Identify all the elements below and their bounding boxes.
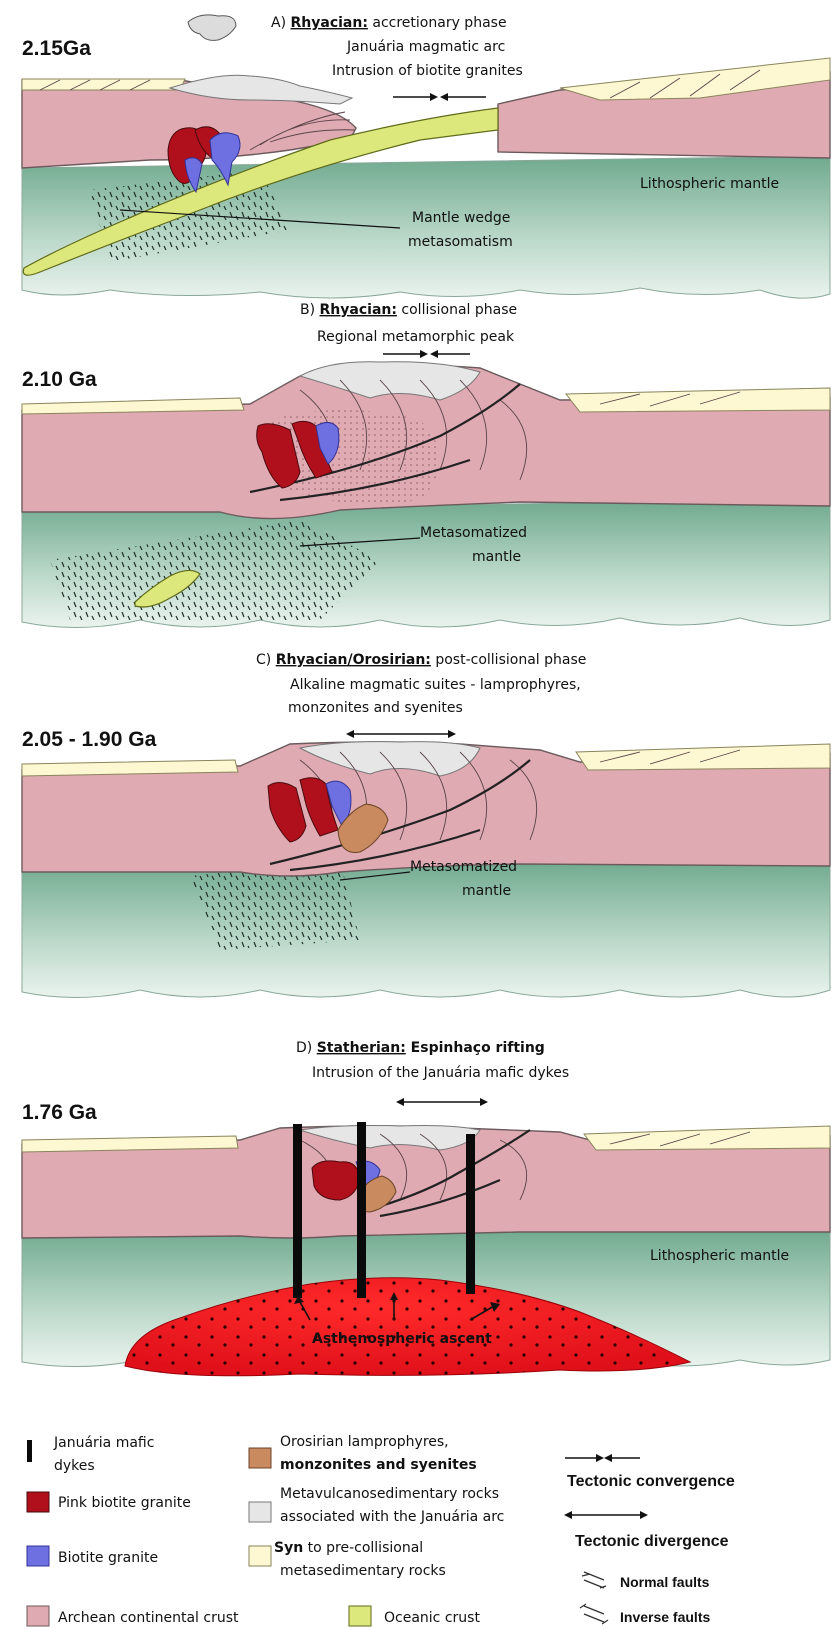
lithospheric-mantle-label-a: Lithospheric mantle (640, 176, 779, 192)
wedge-label-1: Mantle wedge (412, 210, 510, 226)
mantle-c (22, 860, 830, 998)
panel-c-line-1: Alkaline magmatic suites - lamprophyres, (290, 677, 581, 693)
convergence-arrows-b (383, 350, 470, 358)
mafic-dyke-3 (466, 1134, 475, 1294)
legend-divergence: Tectonic divergence (575, 1533, 729, 1550)
legend-archean: Archean continental crust (58, 1610, 239, 1626)
panel-d-phase: Espinhaço rifting (406, 1040, 545, 1056)
legend-swatch-orosirian (249, 1448, 271, 1468)
normal-fault-icon (582, 1572, 606, 1588)
panel-a: 2.15Ga A) Rhyacian: accretionary phase J… (22, 15, 830, 298)
panel-b-line-1: Regional metamorphic peak (317, 329, 515, 345)
panel-c-age: 2.05 - 1.90 Ga (22, 728, 157, 751)
panel-d: 1.76 Ga D) Statherian: Espinhaço rifting… (22, 1040, 830, 1376)
convergence-arrows-a (393, 93, 486, 101)
panel-d-line-1: Intrusion of the Januária mafic dykes (312, 1065, 569, 1081)
lithospheric-mantle-label-d: Lithospheric mantle (650, 1248, 789, 1264)
mafic-dyke-2 (357, 1122, 366, 1298)
legend-swatch-pink (27, 1492, 49, 1512)
sediment-right-b (566, 388, 830, 412)
divergence-arrow-d (396, 1098, 488, 1106)
legend-convergence: Tectonic convergence (567, 1473, 735, 1490)
legend-oro-1: Orosirian lamprophyres, (280, 1434, 449, 1450)
inverse-fault-icon (580, 1604, 608, 1624)
metasomatized-label-c-1: Metasomatized (410, 859, 517, 875)
legend-biotite: Biotite granite (58, 1550, 158, 1566)
panel-c-prefix: C) (256, 652, 276, 668)
panel-a-title: A) Rhyacian: accretionary phase (271, 15, 507, 31)
panel-d-age: 1.76 Ga (22, 1101, 97, 1124)
metasomatized-label-c-2: mantle (462, 883, 511, 899)
metasomatized-label-b-1: Metasomatized (420, 525, 527, 541)
panel-a-line-2: Intrusion of biotite granites (332, 63, 523, 79)
legend-swatch-metased (249, 1546, 271, 1566)
panel-b-period: Rhyacian: (320, 302, 397, 318)
legend-divergence-icon (564, 1511, 648, 1519)
legend-convergence-icon (565, 1454, 640, 1462)
legend-swatch-biotite (27, 1546, 49, 1566)
panel-a-period: Rhyacian: (291, 15, 368, 31)
legend-meta-1: Metavulcanosedimentary rocks (280, 1486, 499, 1502)
legend-oceanic: Oceanic crust (384, 1610, 480, 1626)
legend-dykes-2: dykes (54, 1458, 95, 1474)
panel-a-prefix: A) (271, 15, 291, 31)
legend-syn-2: metasedimentary rocks (280, 1563, 446, 1579)
panel-c-title: C) Rhyacian/Orosirian: post-collisional … (256, 652, 586, 668)
panel-b-prefix: B) (300, 302, 320, 318)
sediment-right-d (584, 1126, 830, 1150)
legend: Januária mafic dykes Pink biotite granit… (27, 1434, 735, 1626)
panel-d-prefix: D) (296, 1040, 317, 1056)
legend-swatch-archean (27, 1606, 49, 1626)
island-shape (188, 15, 236, 41)
asthenosphere-label: Asthenospheric ascent (312, 1331, 492, 1347)
panel-b-age: 2.10 Ga (22, 368, 97, 391)
panel-d-title: D) Statherian: Espinhaço rifting (296, 1040, 545, 1056)
legend-inverse-faults: Inverse faults (620, 1609, 710, 1625)
legend-dykes-1: Januária mafic (53, 1435, 154, 1451)
legend-meta-2: associated with the Januária arc (280, 1509, 504, 1525)
panel-b: 2.10 Ga B) Rhyacian: collisional phase R… (22, 302, 830, 628)
panel-a-age: 2.15Ga (22, 37, 91, 60)
legend-swatch-dykes (27, 1440, 32, 1462)
sediment-right-c (576, 744, 830, 770)
panel-b-phase: collisional phase (397, 302, 517, 318)
panel-b-title: B) Rhyacian: collisional phase (300, 302, 517, 318)
panel-c-period: Rhyacian/Orosirian: (276, 652, 431, 668)
panel-a-phase: accretionary phase (368, 15, 507, 31)
metasomatized-label-b-2: mantle (472, 549, 521, 565)
legend-normal-faults: Normal faults (620, 1574, 710, 1590)
panel-c-phase: post-collisional phase (431, 652, 586, 668)
mafic-dyke-1 (293, 1124, 302, 1298)
panel-c-line-2: monzonites and syenites (288, 700, 463, 716)
divergence-arrow-c (346, 730, 456, 738)
legend-syn-rest: to pre-collisional (303, 1540, 423, 1556)
panel-c: 2.05 - 1.90 Ga C) Rhyacian/Orosirian: po… (22, 652, 830, 998)
legend-syn-bold: Syn (274, 1540, 303, 1556)
legend-syn-1: Syn to pre-collisional (274, 1540, 423, 1556)
wedge-label-2: metasomatism (408, 234, 513, 250)
panel-a-line-1: Januária magmatic arc (346, 39, 505, 55)
legend-oro-2: monzonites and syenites (280, 1457, 477, 1473)
panel-d-period: Statherian: (317, 1040, 406, 1056)
legend-swatch-metavolc (249, 1502, 271, 1522)
legend-pink: Pink biotite granite (58, 1495, 191, 1511)
legend-swatch-oceanic (349, 1606, 371, 1626)
